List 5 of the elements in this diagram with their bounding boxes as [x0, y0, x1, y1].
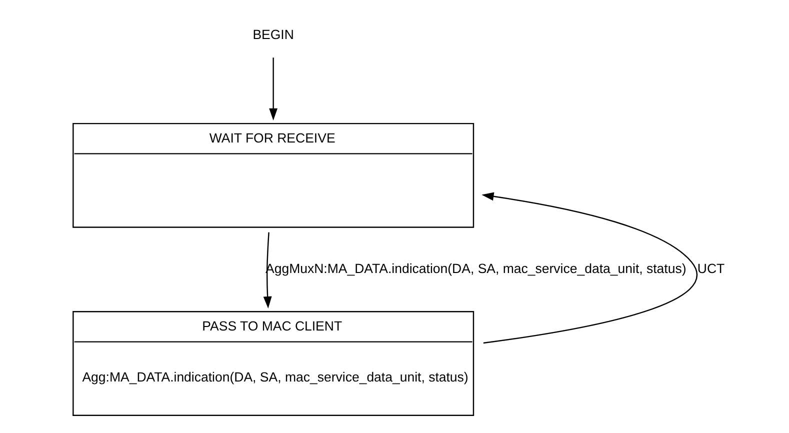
edge-label: UCT — [697, 260, 725, 276]
arrow — [263, 232, 272, 308]
arrow — [269, 57, 278, 120]
arrow — [482, 192, 697, 344]
node-text: BEGIN — [252, 26, 294, 42]
